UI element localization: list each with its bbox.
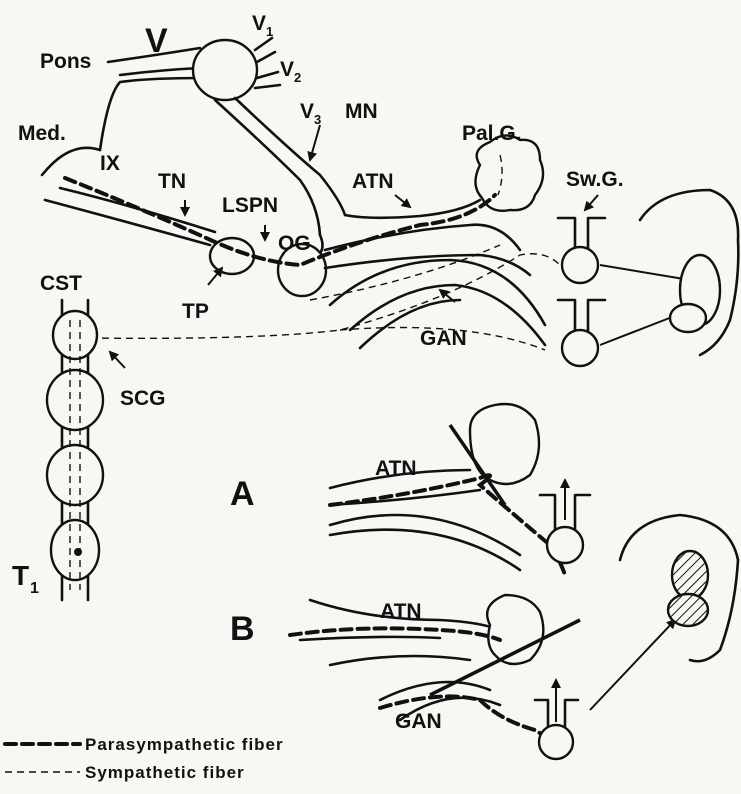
panel-a [330,404,590,575]
label-v2-sub: 2 [294,70,301,85]
panel-b-gan: GAN [395,710,442,733]
panel-b-letter: B [230,610,255,648]
glossopharyngeal-nerve [45,188,215,245]
panel-a-letter: A [230,475,255,513]
label-swg: Sw.G. [566,168,624,191]
label-mn: MN [345,100,378,123]
panel-b-atn: ATN [380,600,422,623]
label-ix: IX [100,152,120,175]
panel-a-atn: ATN [375,457,417,480]
label-v2: V [280,58,294,81]
legend-sympathetic-label: Sympathetic fiber [85,763,245,782]
sweat-gland-upper [558,218,605,283]
label-v3: V [300,100,314,123]
label-gan: GAN [420,327,467,350]
arrow-atn [395,195,410,207]
head-lower [620,515,738,661]
label-palg: Pal.G. [462,122,522,145]
arrow-mn [310,125,320,160]
label-v: V [145,22,168,60]
label-atn: ATN [352,170,394,193]
label-tn: TN [158,170,186,193]
label-t1-sub: 1 [30,580,39,597]
label-v1: V [252,12,266,35]
label-pons: Pons [40,50,91,73]
label-med: Med. [18,122,66,145]
arrow-swg [585,195,598,210]
cervical-sympathetic-trunk [47,300,103,600]
sweat-gland-lower [558,300,605,366]
label-cst: CST [40,272,82,295]
label-lspn: LSPN [222,194,278,217]
label-v3-sub: 3 [314,112,321,127]
label-v1-sub: 1 [266,24,273,39]
head-upper [640,190,738,355]
legend-parasympathetic-label: Parasympathetic fiber [85,735,284,754]
label-t1: T [12,560,29,591]
legend: Parasympathetic fiber Sympathetic fiber [5,735,284,782]
palatine-ganglion [475,135,543,210]
label-tp: TP [182,300,209,323]
label-og: OG [278,232,311,255]
arrow-scg [110,352,125,368]
panel-b [290,595,675,760]
label-scg: SCG [120,387,166,410]
arrow-tp [208,268,222,285]
